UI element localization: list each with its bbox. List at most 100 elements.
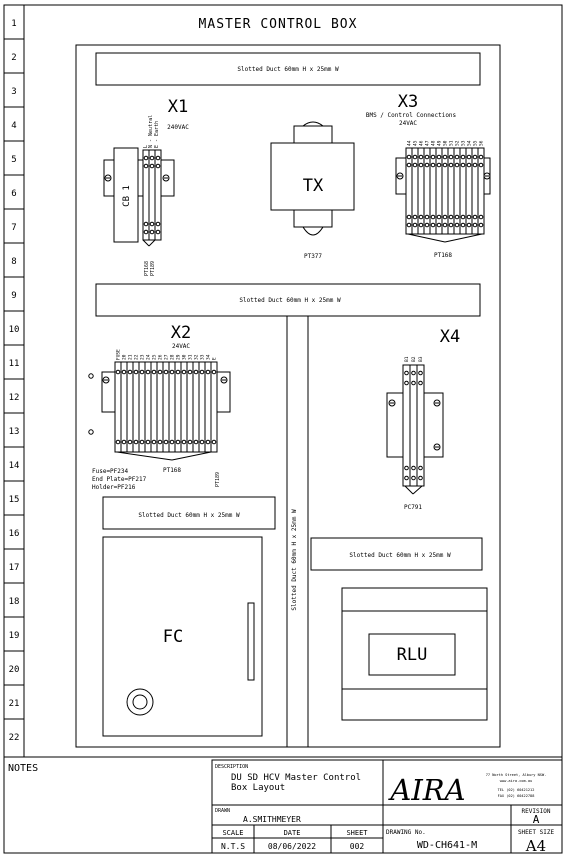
x2-terminal-ring bbox=[133, 369, 139, 375]
x1-label: X1 bbox=[168, 97, 188, 117]
x3-terminal-ring bbox=[406, 222, 412, 228]
x1-terminal-ring bbox=[149, 229, 155, 235]
x3-terminal-number: 51 bbox=[449, 140, 455, 146]
x3-terminal-ring bbox=[430, 162, 436, 168]
x3-terminal-ring bbox=[406, 154, 412, 160]
row-number-14: 14 bbox=[9, 461, 20, 471]
x2-terminal-number: 23 bbox=[140, 354, 146, 360]
fan-controller-fc: FC bbox=[102, 536, 263, 737]
tb-description-line1: DU SD HCV Master Control bbox=[231, 773, 361, 783]
row-number-22: 22 bbox=[9, 733, 20, 743]
x1-terminal bbox=[148, 149, 156, 241]
x2-terminal-ring bbox=[181, 369, 187, 375]
x2-terminal-ring bbox=[157, 439, 163, 445]
x4-terminal-ring bbox=[411, 380, 416, 386]
x2-terminal-ring bbox=[175, 369, 181, 375]
duct-middle-label: Slotted Duct 60mm H x 25mm W bbox=[239, 297, 341, 304]
x3-terminal bbox=[465, 147, 473, 235]
x3-terminal bbox=[411, 147, 419, 235]
x1-leader bbox=[142, 239, 150, 247]
x2-terminal-number: 32 bbox=[194, 354, 200, 360]
x1-terminal-ring bbox=[143, 163, 149, 169]
x3-terminal-ring bbox=[454, 214, 460, 220]
x2-terminal-ring bbox=[121, 439, 127, 445]
title-block-frame bbox=[211, 759, 563, 854]
x3-terminal-ring bbox=[448, 222, 454, 228]
x4-terminal-number: B2 bbox=[411, 356, 417, 362]
x3-terminal-number: 50 bbox=[443, 140, 449, 146]
duct-vertical bbox=[286, 315, 309, 748]
x3-terminal-number: 56 bbox=[479, 140, 485, 146]
x3-terminal-ring bbox=[436, 222, 442, 228]
x4-terminal-ring bbox=[411, 465, 416, 471]
terminal-block-x1: X1 240VAC L N - Neutral E - Earth CB 1 P… bbox=[103, 97, 189, 276]
x3-terminal-ring bbox=[442, 162, 448, 168]
duct-right-lower-label: Slotted Duct 60mm H x 25mm W bbox=[349, 552, 451, 559]
x2-terminal-ring bbox=[193, 439, 199, 445]
x2-fuse-note: Fuse=PF234 bbox=[92, 468, 129, 475]
notes-label: NOTES bbox=[8, 763, 38, 774]
x3-terminal-ring bbox=[460, 162, 466, 168]
x3-terminal-number: 47 bbox=[425, 140, 431, 146]
x2-terminal bbox=[168, 361, 176, 453]
row-number-12: 12 bbox=[9, 393, 20, 403]
x3-terminal-ring bbox=[412, 154, 418, 160]
x2-leader-left bbox=[116, 451, 173, 461]
row-number-8: 8 bbox=[11, 257, 16, 267]
x4-terminal-ring bbox=[404, 370, 409, 376]
x1-terminal-ring bbox=[155, 155, 161, 161]
row-number-16: 16 bbox=[9, 529, 20, 539]
x1-leader-b bbox=[148, 239, 156, 247]
x3-terminal-ring bbox=[466, 214, 472, 220]
tb-sheet-label: SHEET bbox=[346, 829, 368, 837]
rlu-box bbox=[341, 587, 488, 721]
x2-terminal-ring bbox=[211, 439, 217, 445]
x2-terminal bbox=[186, 361, 194, 453]
x3-terminal-ring bbox=[454, 222, 460, 228]
x3-terminal-ring bbox=[442, 222, 448, 228]
duct-right-lower bbox=[310, 537, 483, 571]
row-number-21: 21 bbox=[9, 699, 20, 709]
x3-terminal-ring bbox=[442, 154, 448, 160]
x3-terminal-ring bbox=[478, 214, 484, 220]
x2-terminal bbox=[126, 361, 134, 453]
title-block: DESCRIPTION DU SD HCV Master Control Box… bbox=[211, 759, 563, 855]
x3-desc: BMS / Control Connections bbox=[366, 112, 457, 119]
tb-description-line2: Box Layout bbox=[231, 783, 285, 793]
x2-terminal-ring bbox=[151, 369, 157, 375]
tb-sheet-size-label: SHEET SIZE bbox=[518, 829, 555, 836]
x1-part-a: PT168 bbox=[144, 261, 150, 276]
fc-knob-outer bbox=[126, 688, 154, 716]
x3-terminal bbox=[429, 147, 437, 235]
x3-leader-left bbox=[407, 233, 446, 243]
x2-fuse-ring bbox=[88, 429, 94, 435]
x3-terminal-ring bbox=[448, 214, 454, 220]
x2-terminal-ring bbox=[115, 439, 121, 445]
x4-terminal-ring bbox=[418, 475, 423, 481]
x3-terminal-ring bbox=[460, 214, 466, 220]
x3-terminal-ring bbox=[424, 162, 430, 168]
rlu-label: RLU bbox=[397, 645, 428, 665]
x1-terminals bbox=[104, 149, 170, 241]
duct-vertical-label: Slotted Duct 60mm H x 25mm W bbox=[291, 509, 298, 611]
x3-terminal-ring bbox=[472, 162, 478, 168]
x3-terminal-ring bbox=[460, 222, 466, 228]
x1-terminal bbox=[154, 149, 162, 241]
tx-label: TX bbox=[303, 176, 324, 196]
transformer-tx: TX PT377 bbox=[270, 121, 355, 260]
aira-logo: AIRA bbox=[387, 773, 465, 807]
x2-terminal-ring bbox=[115, 369, 121, 375]
x2-voltage: 24VAC bbox=[172, 343, 190, 350]
x2-terminal bbox=[204, 361, 212, 453]
fc-box bbox=[102, 536, 263, 737]
x1-terminal-ring bbox=[143, 221, 149, 227]
tb-drawing-no-label: DRAWING No. bbox=[386, 829, 426, 836]
x3-terminal-number: 48 bbox=[431, 140, 437, 146]
x2-terminal-number: 24 bbox=[146, 354, 152, 360]
x1-terminal bbox=[142, 149, 150, 241]
x3-terminal-ring bbox=[418, 214, 424, 220]
